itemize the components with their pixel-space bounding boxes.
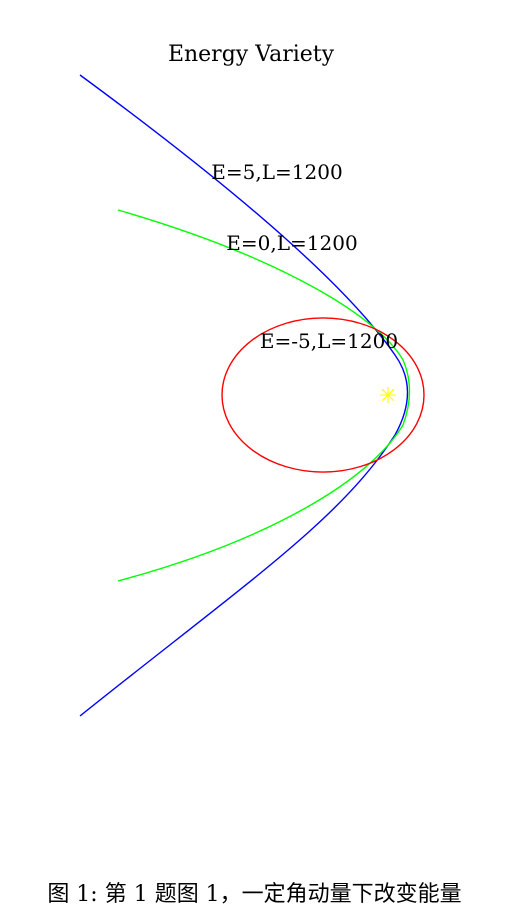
orbit-curves <box>79 74 425 717</box>
orbit-curve-parabola <box>117 209 411 582</box>
orbit-label-parabola: E=0,L=1200 <box>226 231 357 255</box>
orbit-curve-ellipse <box>221 317 425 473</box>
orbit-label-ellipse: E=-5,L=1200 <box>260 329 398 353</box>
orbit-chart: Energy Variety E=5,L=1200E=0,L=1200E=-5,… <box>79 42 425 717</box>
star-marker-icon: ✳ <box>379 383 397 408</box>
orbit-label-hyperbola: E=5,L=1200 <box>211 160 342 184</box>
figure-caption: 图 1: 第 1 题图 1，一定角动量下改变能量 <box>47 882 462 907</box>
orbit-curve-hyperbola <box>79 74 409 717</box>
chart-title: Energy Variety <box>168 42 335 67</box>
